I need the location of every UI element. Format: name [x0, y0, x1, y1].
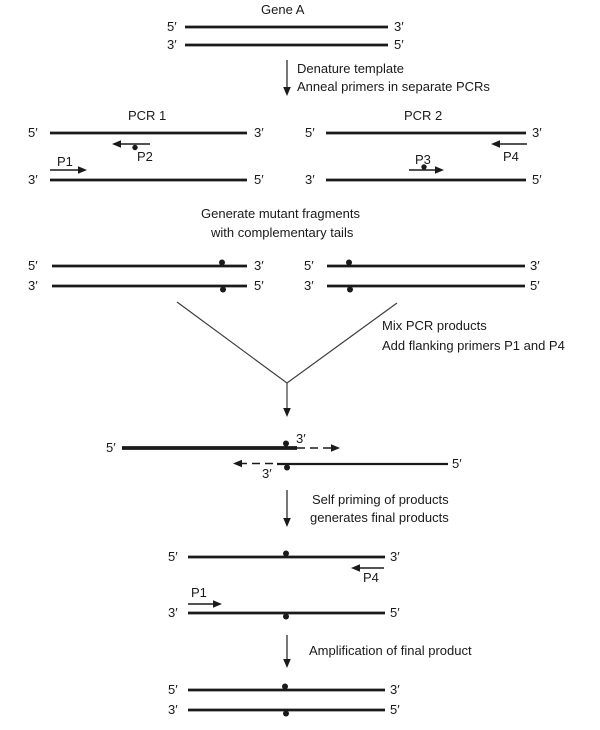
mutation-dot: [283, 440, 289, 447]
arrow-down-icon: [283, 518, 291, 527]
gene-a-title: Gene A: [261, 2, 305, 17]
pcr2-top-5prime-label: 5′: [305, 125, 315, 140]
denature-step-arrow: [283, 60, 291, 96]
pcr2-title: PCR 2: [404, 108, 443, 123]
finalprod-bottom-3prime-label: 3′: [168, 605, 178, 620]
annealed-top-strand: [122, 440, 297, 450]
leftfrag-top-3prime-label: 3′: [254, 258, 264, 273]
pcr1-bottom-5prime-label: 5′: [254, 172, 264, 187]
arrow-right-icon: [213, 600, 222, 608]
leftfrag-top-5prime-label: 5′: [28, 258, 38, 273]
rightfrag-bottom-5prime-label: 5′: [530, 278, 540, 293]
mutation-dot: [421, 164, 427, 170]
primer-p1-final-arrow: [188, 600, 222, 608]
pcr1-template-strands: [50, 131, 247, 182]
step-selfprime-line2: generates final products: [310, 510, 449, 525]
step-amplify-line1: Amplification of final product: [309, 643, 472, 658]
primer-p1-label: P1: [57, 154, 73, 169]
leftfrag-bottom-3prime-label: 3′: [28, 278, 38, 293]
left-fragment-pair: [52, 259, 247, 293]
mutation-dot: [132, 144, 138, 151]
pcr1-top-3prime-label: 3′: [254, 125, 264, 140]
self-priming-extension-left: [233, 459, 273, 468]
amplified-top-5prime-label: 5′: [168, 682, 178, 697]
arrow-left-icon: [491, 140, 500, 148]
finalprod-bottom-5prime-label: 5′: [390, 605, 400, 620]
mutation-dot: [283, 613, 289, 620]
arrow-down-icon: [283, 659, 291, 668]
primer-p1-final-label: P1: [191, 585, 207, 600]
pcr2-template-strands: [326, 131, 526, 182]
amplify-step-arrow: [283, 635, 291, 668]
primer-p4-label: P4: [503, 149, 519, 164]
gene-bottom-5prime-label: 5′: [394, 37, 404, 52]
right-fragment-pair: [327, 259, 525, 293]
arrow-left-icon: [351, 564, 360, 572]
mutation-dot: [284, 464, 290, 471]
rightfrag-bottom-3prime-label: 3′: [304, 278, 314, 293]
arrow-left-icon: [112, 140, 121, 148]
annealed-bottom-5prime-label: 5′: [452, 456, 462, 471]
primer-p1-arrow: [50, 166, 87, 174]
gene-a-duplex: [185, 25, 388, 47]
annealed-top-5prime-label: 5′: [106, 440, 116, 455]
step-denature-line1: Denature template: [297, 61, 404, 76]
amplified-product-duplex: [188, 683, 385, 717]
leftfrag-bottom-5prime-label: 5′: [254, 278, 264, 293]
pcr1-bottom-3prime-label: 3′: [28, 172, 38, 187]
arrow-right-icon: [331, 444, 340, 452]
annealed-top-3prime-label: 3′: [296, 431, 306, 446]
step-denature-line2: Anneal primers in separate PCRs: [297, 79, 490, 94]
final-product-top: [188, 550, 385, 559]
pcr2-top-3prime-label: 3′: [532, 125, 542, 140]
mutation-dot: [219, 259, 225, 266]
pcr1-title: PCR 1: [128, 108, 167, 123]
amplified-top-3prime-label: 3′: [390, 682, 400, 697]
mutation-dot: [346, 259, 352, 266]
primer-p3-label: P3: [415, 152, 431, 167]
finalprod-top-3prime-label: 3′: [390, 549, 400, 564]
gene-bottom-3prime-label: 3′: [167, 37, 177, 52]
mix-funnel-arrow: [176, 301, 398, 417]
primer-p4-final-label: P4: [363, 570, 379, 585]
arrow-down-icon: [283, 87, 291, 96]
mutation-dot: [283, 710, 289, 717]
step-mix-line1: Mix PCR products: [382, 318, 487, 333]
arrow-down-icon: [283, 408, 291, 417]
pcr2-bottom-3prime-label: 3′: [305, 172, 315, 187]
primer-p2-label: P2: [137, 149, 153, 164]
step-selfprime-line1: Self priming of products: [312, 492, 449, 507]
primer-p4-final-arrow: [351, 564, 384, 572]
mutation-dot: [347, 286, 353, 293]
pcr2-bottom-5prime-label: 5′: [532, 172, 542, 187]
primer-p2-arrow: [112, 140, 150, 151]
amplified-bottom-3prime-label: 3′: [168, 702, 178, 717]
arrow-right-icon: [78, 166, 87, 174]
arrow-left-icon: [233, 459, 242, 468]
self-priming-extension-right: [297, 444, 340, 452]
gene-top-3prime-label: 3′: [394, 19, 404, 34]
gene-top-5prime-label: 5′: [167, 19, 177, 34]
step-mix-line2: Add flanking primers P1 and P4: [382, 338, 565, 353]
mutation-dot: [282, 683, 288, 690]
final-product-bottom: [188, 611, 385, 620]
mutation-dot: [220, 286, 226, 293]
finalprod-top-5prime-label: 5′: [168, 549, 178, 564]
mutation-dot: [283, 550, 289, 557]
step-generate-line2: with complementary tails: [211, 225, 354, 240]
primer-p3-arrow: [409, 164, 444, 174]
rightfrag-top-5prime-label: 5′: [304, 258, 314, 273]
annealed-bottom-3prime-label: 3′: [262, 466, 272, 481]
selfprime-step-arrow: [283, 490, 291, 527]
amplified-bottom-5prime-label: 5′: [390, 702, 400, 717]
pcr1-top-5prime-label: 5′: [28, 125, 38, 140]
arrow-right-icon: [435, 166, 444, 174]
annealed-bottom-strand: [277, 462, 448, 471]
rightfrag-top-3prime-label: 3′: [530, 258, 540, 273]
step-generate-line1: Generate mutant fragments: [201, 206, 360, 221]
primer-p4-arrow: [491, 140, 527, 148]
